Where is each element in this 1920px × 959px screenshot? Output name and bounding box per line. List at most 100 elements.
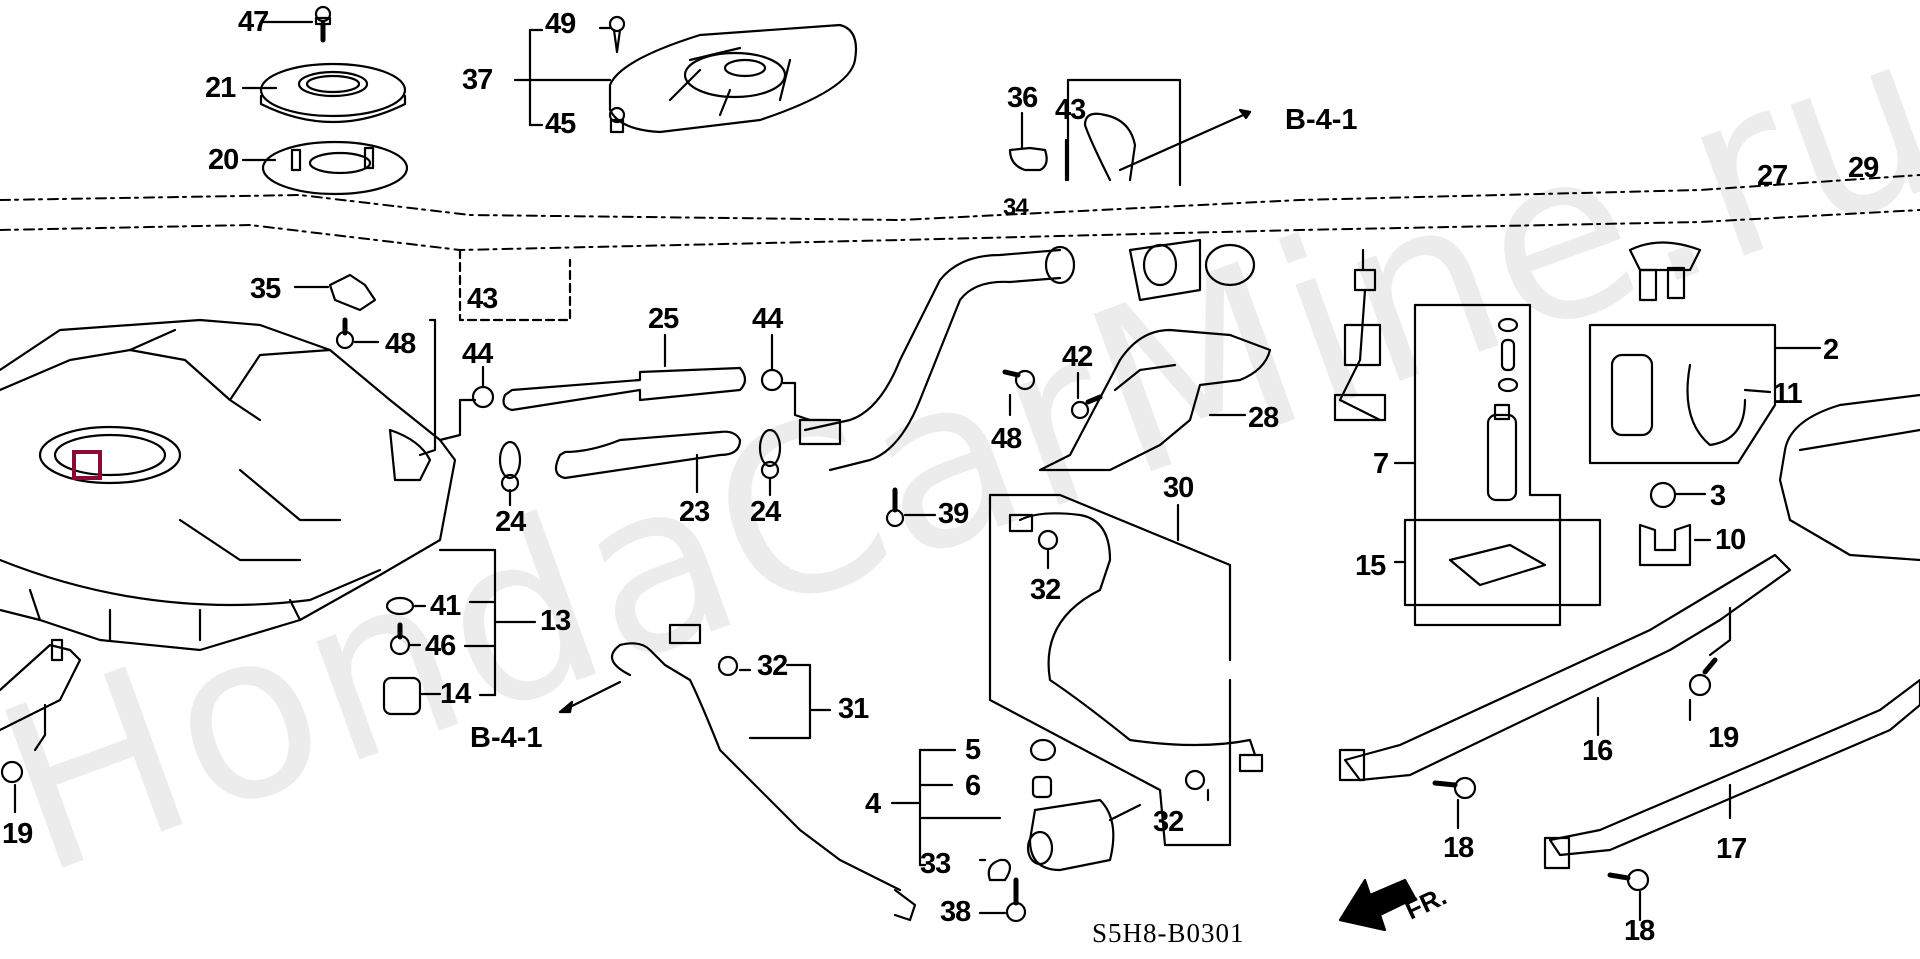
pipe-30-box	[988, 493, 1264, 847]
callout-42[interactable]: 42	[1062, 341, 1093, 373]
bolt-47-icon	[260, 5, 332, 43]
diagram-code: S5H8-B0301	[1092, 918, 1245, 948]
pipe-31-icon	[558, 623, 917, 922]
callout-41[interactable]: 41	[430, 590, 461, 622]
cushion-10-icon	[1638, 523, 1712, 567]
callout-28[interactable]: 28	[1248, 402, 1279, 434]
clamp-24b-icon	[758, 428, 782, 497]
callout-20[interactable]: 20	[208, 144, 239, 176]
callout-5[interactable]: 5	[965, 734, 981, 766]
callout-23[interactable]: 23	[679, 496, 710, 528]
callout-18-right[interactable]: 18	[1624, 915, 1655, 947]
fuel-tank-right-icon	[1778, 393, 1920, 562]
callout-32-upper[interactable]: 32	[1030, 574, 1061, 606]
callout-48-left[interactable]: 48	[385, 328, 416, 360]
clip-32c-icon	[1184, 769, 1210, 802]
highlight-marker	[72, 450, 102, 480]
reference-b-4-1-top[interactable]: B-4-1	[1285, 104, 1358, 136]
callout-31[interactable]: 31	[838, 693, 869, 725]
callout-11[interactable]: 11	[1773, 378, 1803, 410]
strap-17-icon	[1543, 678, 1920, 870]
bolt-48b-icon	[1002, 369, 1036, 417]
sender-2-box	[1588, 323, 1822, 465]
bracket-35-icon	[293, 273, 377, 312]
callout-33[interactable]: 33	[920, 848, 951, 880]
cushion-14-icon	[382, 676, 442, 716]
callout-25[interactable]: 25	[648, 303, 679, 335]
callout-7[interactable]: 7	[1373, 448, 1389, 480]
ring-21-icon	[241, 62, 407, 123]
clamp-44b-icon	[760, 333, 812, 422]
callout-44-left[interactable]: 44	[462, 338, 493, 370]
callout-10[interactable]: 10	[1715, 524, 1746, 556]
bolt-42-icon	[1070, 371, 1103, 420]
clip-3-icon	[1649, 481, 1707, 509]
callout-14[interactable]: 14	[440, 678, 471, 710]
clip-32a-icon	[1037, 529, 1059, 570]
callout-36[interactable]: 36	[1007, 82, 1038, 114]
callout-34[interactable]: 34	[1003, 194, 1029, 221]
pump-7-box	[1393, 303, 1602, 627]
callout-19-left[interactable]: 19	[2, 818, 33, 850]
callout-49[interactable]: 49	[545, 8, 576, 40]
callout-46[interactable]: 46	[425, 630, 456, 662]
bracket-13-group	[438, 548, 537, 697]
callout-32-lower[interactable]: 32	[1153, 806, 1184, 838]
washer-41-icon	[385, 596, 427, 616]
callout-47[interactable]: 47	[238, 6, 269, 38]
bolt-18a-icon	[1432, 776, 1477, 830]
callout-30[interactable]: 30	[1163, 472, 1194, 504]
callout-16[interactable]: 16	[1582, 735, 1613, 767]
hose-43b-box	[458, 248, 572, 322]
callout-43-top[interactable]: 43	[1055, 94, 1086, 126]
filter-4-group	[890, 738, 1142, 923]
clamp-24a-icon	[498, 440, 522, 507]
callout-19-right[interactable]: 19	[1708, 722, 1739, 754]
callout-27[interactable]: 27	[1757, 160, 1788, 192]
bolt-19a-icon	[1688, 606, 1732, 722]
callout-2[interactable]: 2	[1823, 334, 1839, 366]
callout-39[interactable]: 39	[938, 498, 969, 530]
callout-18-left[interactable]: 18	[1443, 832, 1474, 864]
strap-16-icon	[1338, 553, 1792, 782]
plate-20-icon	[241, 140, 409, 196]
callout-29[interactable]: 29	[1848, 152, 1879, 184]
hose-25-icon	[502, 333, 747, 412]
bracket-left-icon	[0, 638, 82, 814]
callout-24-center[interactable]: 24	[750, 496, 781, 528]
callout-43-lower[interactable]: 43	[467, 283, 498, 315]
callout-17[interactable]: 17	[1716, 833, 1747, 865]
callout-48-center[interactable]: 48	[991, 423, 1022, 455]
callout-4[interactable]: 4	[865, 788, 881, 820]
front-arrow-icon	[1338, 878, 1417, 932]
callout-38[interactable]: 38	[940, 896, 971, 928]
callout-24-left[interactable]: 24	[495, 506, 526, 538]
callout-13[interactable]: 13	[540, 605, 571, 637]
callout-21[interactable]: 21	[205, 72, 236, 104]
callout-6[interactable]: 6	[965, 770, 981, 802]
callout-37[interactable]: 37	[462, 64, 493, 96]
fuel-tank-icon	[0, 318, 457, 652]
bolt-18b-icon	[1607, 868, 1650, 922]
float-unit-icon	[1333, 248, 1387, 422]
filler-neck-icon	[798, 238, 1256, 472]
torn-edge	[0, 174, 1920, 251]
clip-36-icon	[1008, 111, 1048, 172]
bolt-39-icon	[885, 487, 937, 528]
bolt-46-icon	[389, 622, 422, 656]
callout-3[interactable]: 3	[1710, 480, 1726, 512]
callout-15[interactable]: 15	[1355, 550, 1386, 582]
reference-b-4-1-bottom[interactable]: B-4-1	[470, 722, 543, 754]
bolt-48a-icon	[335, 317, 380, 350]
callout-44-center[interactable]: 44	[752, 303, 783, 335]
hose-43-box	[1064, 78, 1252, 187]
cover-37-icon	[513, 15, 858, 134]
shield-28-icon	[1038, 328, 1272, 472]
clamp-44a-icon	[438, 365, 495, 442]
callout-35[interactable]: 35	[250, 273, 281, 305]
callout-32-left[interactable]: 32	[757, 650, 788, 682]
callout-45[interactable]: 45	[545, 108, 576, 140]
sender-27-icon	[1628, 241, 1702, 302]
